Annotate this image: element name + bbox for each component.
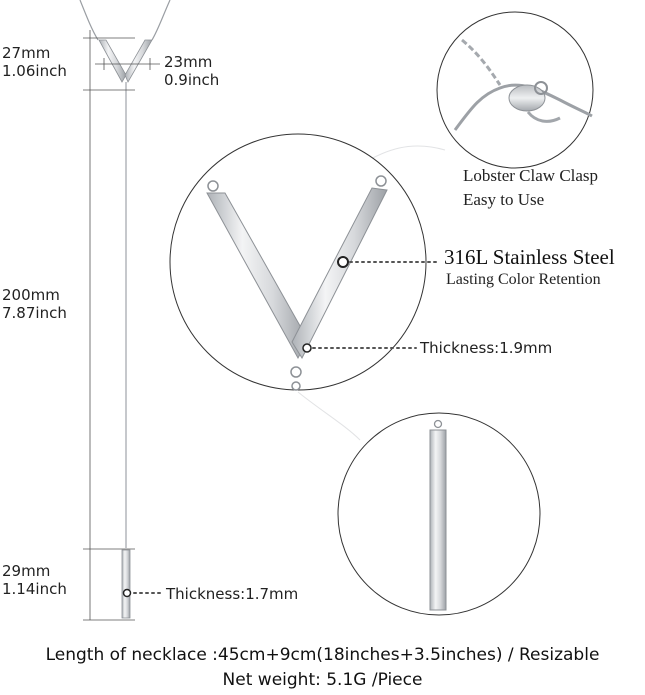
clasp-callout: Lobster Claw Clasp Easy to Use — [463, 164, 598, 212]
bar-length-inch-label: 1.14inch — [2, 580, 67, 598]
clasp-callout-line2: Easy to Use — [463, 190, 545, 209]
connector-arc-bottom — [297, 391, 361, 441]
bar-detail-circle — [337, 412, 541, 616]
dimension-guides — [83, 30, 160, 621]
dotted-leaders — [133, 261, 441, 594]
bar-length-mm-label: 29mm — [2, 562, 51, 580]
drop-length-inch-label: 7.87inch — [2, 304, 67, 322]
material-title: 316L Stainless Steel — [444, 245, 615, 269]
clasp-callout-line1: Lobster Claw Clasp — [463, 166, 599, 185]
small-v-pendant — [98, 39, 153, 83]
v-width-inch-label: 0.9inch — [164, 71, 220, 89]
material-subtitle: Lasting Color Retention — [446, 271, 601, 288]
chain-strands — [79, 0, 171, 41]
bar-thickness-marker — [122, 588, 132, 598]
small-bar-pendant — [121, 549, 131, 619]
v-thickness-label: Thickness:1.9mm — [420, 339, 553, 357]
top-length-inch-label: 1.06inch — [2, 62, 67, 80]
top-length-mm-label: 27mm — [2, 44, 51, 62]
net-weight-text: Net weight: 5.1G /Piece — [222, 670, 423, 690]
clasp-detail-circle — [436, 11, 594, 169]
necklace-length-text: Length of necklace :45cm+9cm(18inches+3.… — [45, 645, 600, 665]
bar-thickness-label: Thickness:1.7mm — [166, 585, 299, 603]
drop-length-mm-label: 200mm — [2, 286, 60, 304]
v-pendant-detail-circle — [169, 133, 427, 391]
v-width-mm-label: 23mm — [164, 53, 213, 71]
